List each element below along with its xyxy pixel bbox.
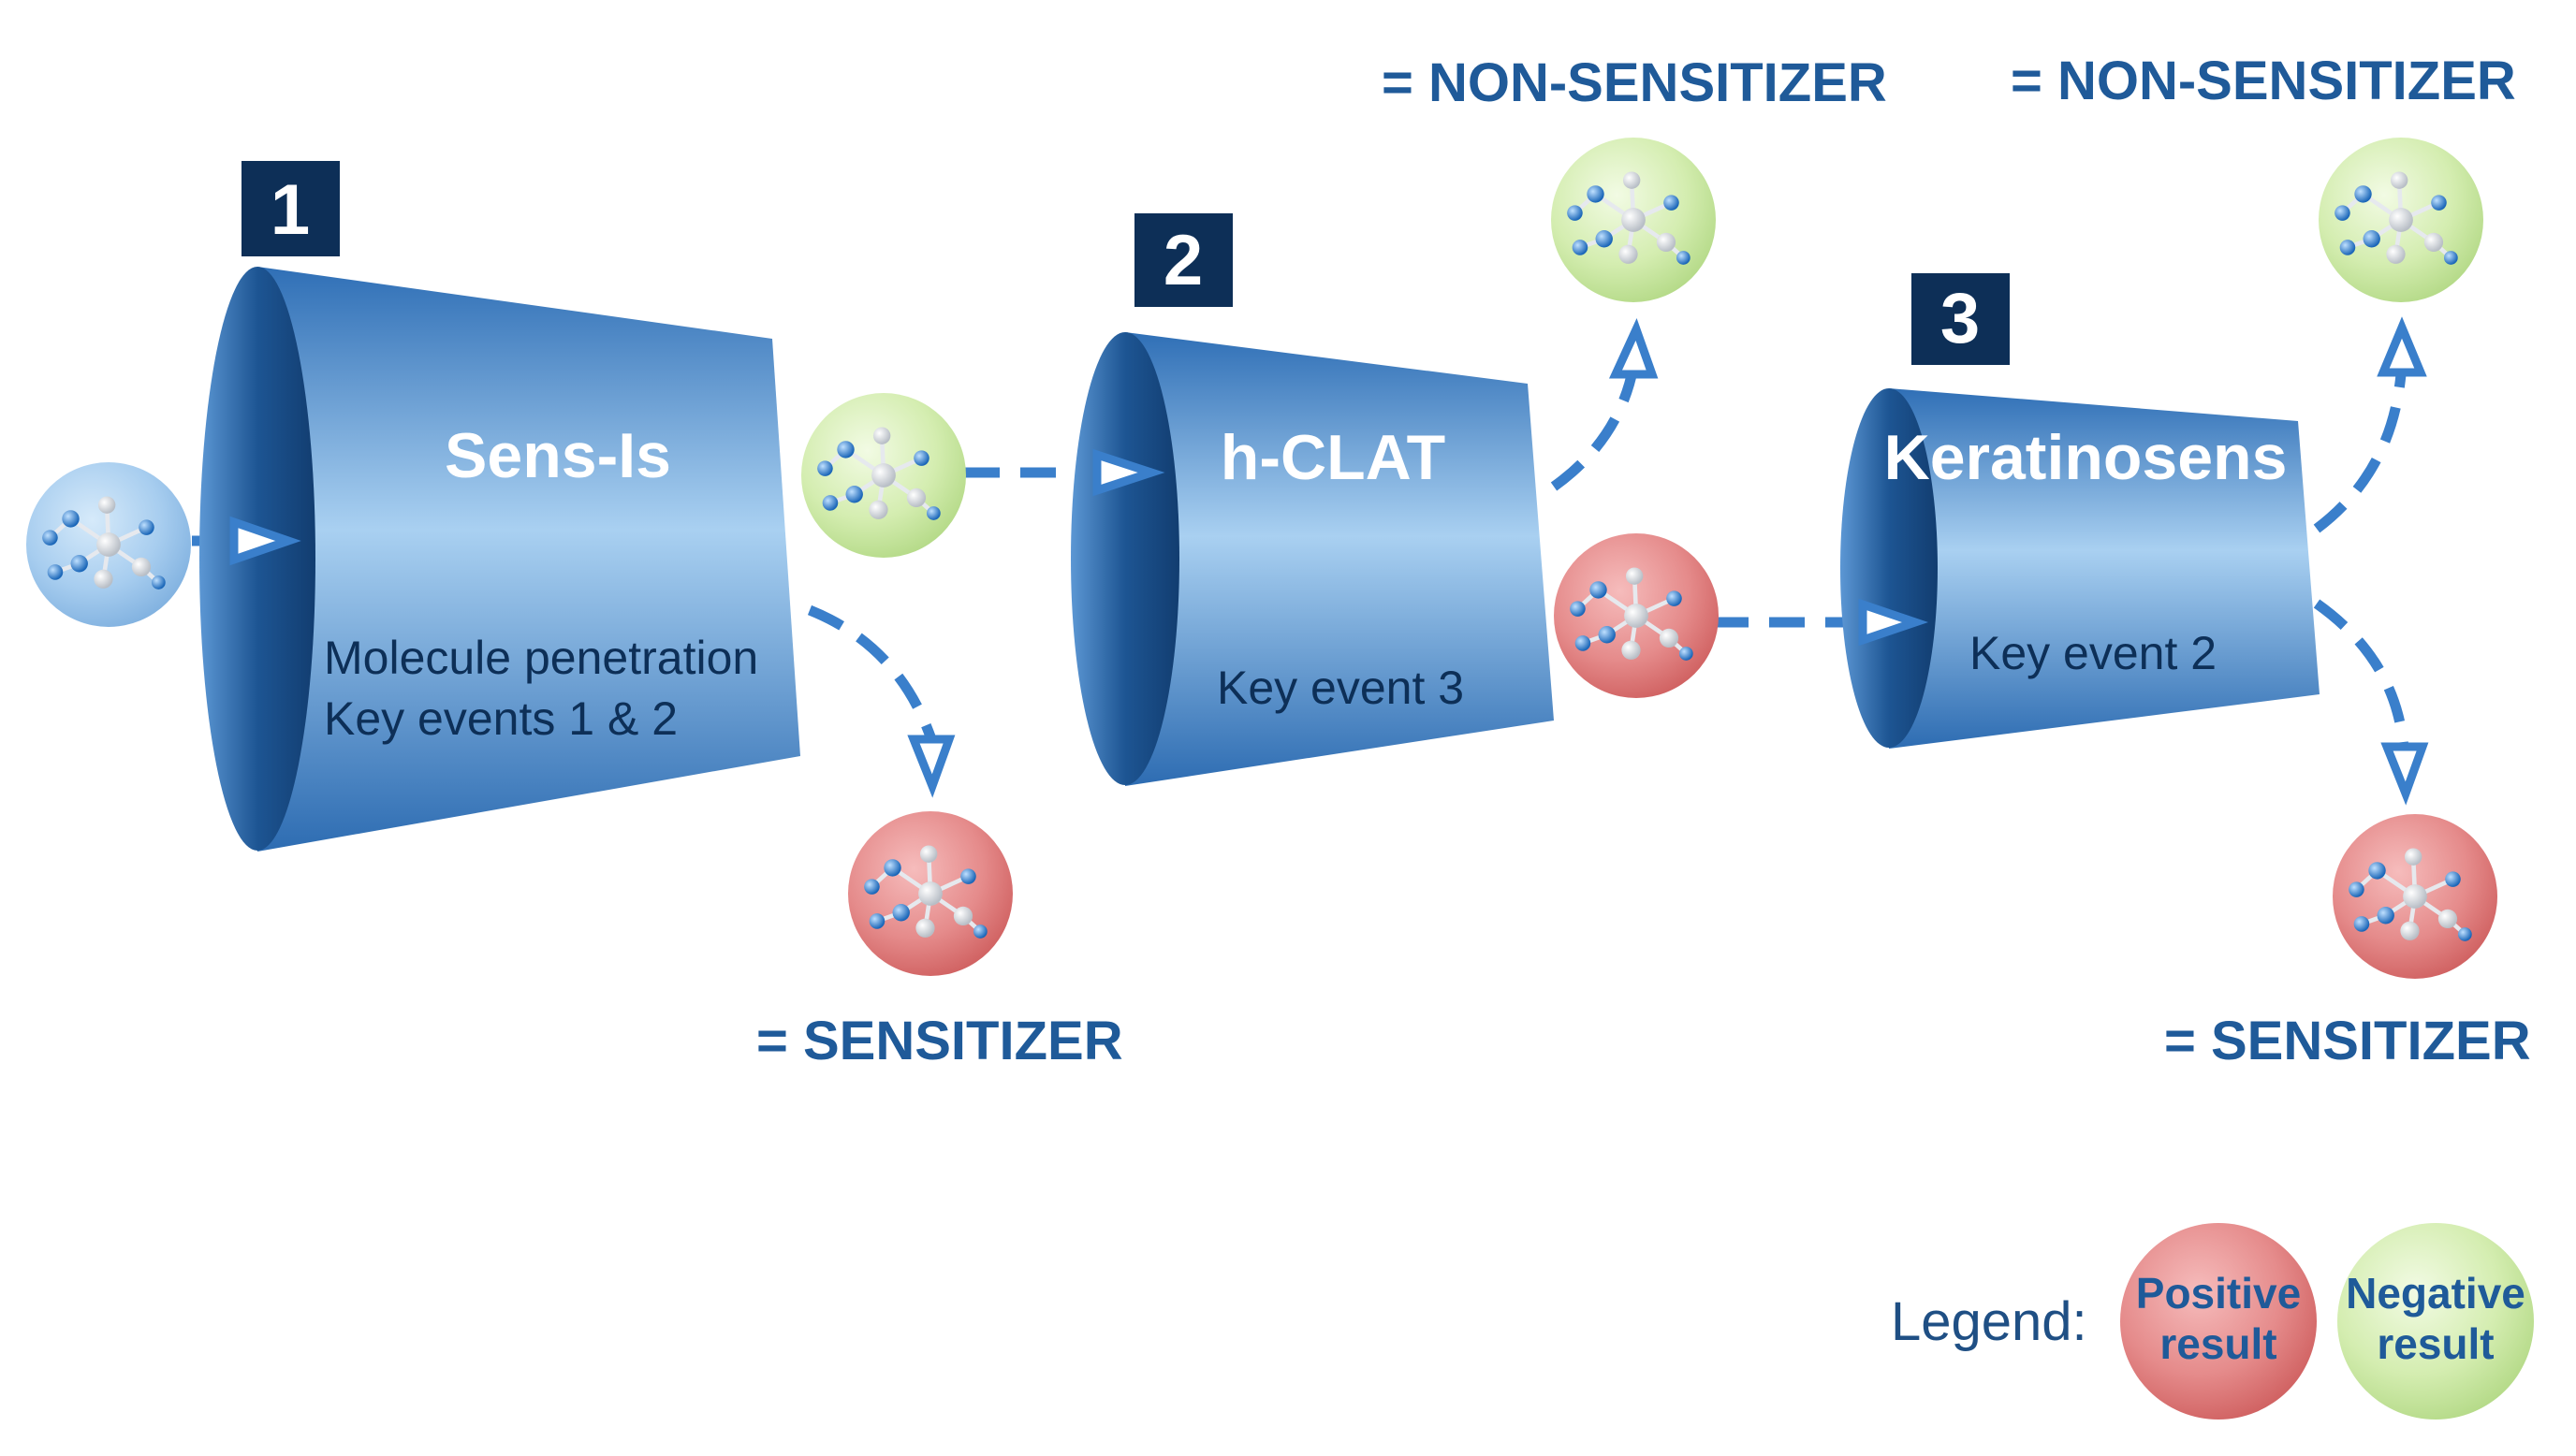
input-molecule [26,462,191,627]
flow-stage3-to-non-sensitizer [2313,373,2407,533]
legend-negative: Negative result [2337,1223,2534,1420]
flow-stage2-to-non-sensitizer [1550,365,1639,491]
arrowhead-into-stage1 [229,516,301,566]
legend-positive-line2: result [2159,1319,2276,1368]
stage-3-badge: 3 [1911,273,2010,365]
stage-2-badge: 2 [1134,213,1233,307]
outcome-non-sensitizer-stage2: = NON-SENSITIZER [1382,52,1887,113]
legend-negative-line2: result [2377,1319,2494,1368]
stage-1-description-line1: Molecule penetration [324,632,758,684]
flow-stage1-to-sensitizer [807,604,937,741]
arrowhead-to-sensitizer-2 [2380,742,2429,806]
legend-positive-line1: Positive [2136,1269,2301,1318]
stage-3-description: Key event 2 [1969,627,2217,679]
stage-3-funnel-body [1889,388,2320,749]
stage-3-negative-molecule [2319,138,2483,302]
stage-3-funnel-mouth [1840,388,1938,748]
stage-2-description: Key event 3 [1217,662,1464,714]
arrowhead-to-non-sensitizer-1 [1608,318,1659,379]
arrowhead-into-stage2 [1092,448,1165,497]
stage-2-funnel-mouth [1071,332,1179,785]
stage-3-name: Keratinosens [1884,422,2288,493]
stage-1-funnel [199,267,800,852]
stage-1-badge: 1 [242,161,340,256]
arrowhead-into-stage3 [1858,598,1929,647]
legend: Legend: Positive result Negative result [1891,1223,2534,1420]
stage-2-name: h-CLAT [1221,422,1445,493]
flow-stage3-to-sensitizer [2313,599,2409,750]
stage-1-funnel-body [257,267,800,852]
stage-2-funnel [1071,332,1554,786]
stage-2-funnel-body [1125,332,1554,786]
stage-3-number: 3 [1940,279,1980,358]
stage-1-funnel-mouth [199,267,315,851]
legend-negative-line1: Negative [2346,1269,2525,1318]
arrowhead-to-sensitizer-1 [907,735,956,798]
arrowhead-to-non-sensitizer-2 [2377,316,2427,377]
legend-positive: Positive result [2120,1223,2317,1420]
stage-2-number: 2 [1164,221,1203,300]
stage-1-name: Sens-Is [445,420,671,491]
outcome-sensitizer-stage1: = SENSITIZER [756,1011,1123,1071]
stage-1-negative-molecule [801,393,966,558]
stage-1-description-line2: Key events 1 & 2 [324,692,678,745]
outcome-non-sensitizer-stage3: = NON-SENSITIZER [2011,51,2516,111]
outcome-sensitizer-stage3: = SENSITIZER [2164,1011,2531,1071]
stage-3-funnel [1840,388,2320,749]
stage-1-number: 1 [271,170,310,250]
legend-label: Legend: [1891,1291,2087,1352]
stage-1-positive-molecule [848,811,1013,976]
stage-2-positive-molecule [1554,533,1719,698]
stage-3-positive-molecule [2333,814,2497,979]
arrowheads [229,316,2429,806]
stage-2-negative-molecule [1551,138,1716,302]
